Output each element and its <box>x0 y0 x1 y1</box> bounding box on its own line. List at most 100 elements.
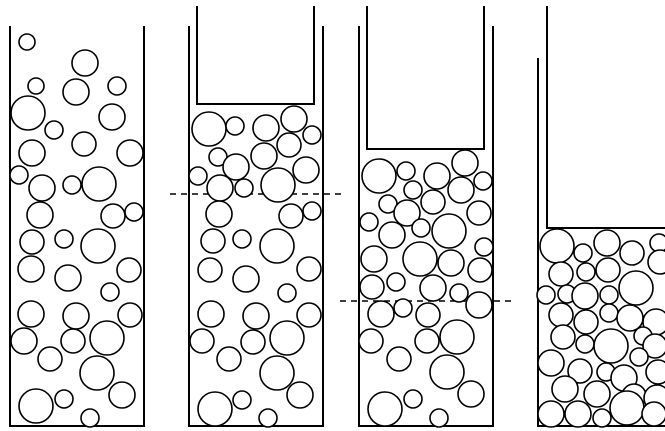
panel-2 <box>170 6 342 427</box>
particle-4-11 <box>537 286 555 304</box>
particle-1-6 <box>11 96 45 130</box>
particle-2-15 <box>206 201 232 227</box>
particle-3-12 <box>360 213 378 231</box>
particle-1-17 <box>101 204 125 228</box>
particle-1-21 <box>81 229 115 263</box>
particle-2-2 <box>226 117 244 135</box>
particles-3 <box>359 150 493 427</box>
particles-1 <box>10 34 143 427</box>
particle-4-15 <box>549 303 573 327</box>
particle-3-33 <box>430 355 464 389</box>
particle-3-10 <box>448 177 474 203</box>
particle-3-20 <box>468 258 492 282</box>
particle-1-14 <box>63 176 81 194</box>
particle-3-17 <box>361 246 387 272</box>
particle-3-2 <box>397 162 415 180</box>
piston-2 <box>197 6 314 104</box>
particle-2-12 <box>261 168 295 202</box>
panel-1 <box>10 26 144 427</box>
particle-1-8 <box>45 121 63 139</box>
particle-1-15 <box>82 167 116 201</box>
particle-1-12 <box>10 166 28 184</box>
particle-1-31 <box>90 321 124 355</box>
particle-1-11 <box>117 140 143 166</box>
particle-2-5 <box>303 126 321 144</box>
particle-3-13 <box>379 222 405 248</box>
particle-2-30 <box>270 321 304 355</box>
particle-1-35 <box>19 389 53 423</box>
particle-1-34 <box>109 382 135 408</box>
particle-1-33 <box>80 356 114 390</box>
particle-3-30 <box>415 329 439 353</box>
particle-1-30 <box>61 329 85 353</box>
particle-2-23 <box>297 257 321 281</box>
particle-3-1 <box>362 159 396 193</box>
particle-4-32 <box>584 381 610 407</box>
particle-3-11 <box>467 201 491 225</box>
particle-2-36 <box>259 409 277 427</box>
particle-2-25 <box>198 301 224 327</box>
particle-2-1 <box>192 112 226 146</box>
particle-4-6 <box>549 262 573 286</box>
particle-3-7 <box>404 181 422 199</box>
particle-3-14 <box>412 219 430 237</box>
particle-1-29 <box>11 328 37 354</box>
particle-1-27 <box>63 303 89 329</box>
particle-3-4 <box>452 150 478 176</box>
particle-3-31 <box>440 320 474 354</box>
particle-4-1 <box>540 229 574 263</box>
particle-4-10 <box>648 250 665 274</box>
piston-3 <box>367 6 484 149</box>
particle-4-37 <box>593 409 611 427</box>
particle-4-9 <box>619 271 653 305</box>
particle-3-24 <box>450 284 468 302</box>
particle-4-3 <box>594 230 620 256</box>
particle-1-2 <box>72 50 98 76</box>
particle-1-32 <box>38 347 62 371</box>
particle-4-35 <box>538 401 564 427</box>
particle-4-22 <box>594 329 628 363</box>
particle-4-16 <box>574 310 598 334</box>
particle-1-7 <box>99 104 125 130</box>
particle-3-5 <box>474 172 492 190</box>
particle-3-34 <box>458 381 484 407</box>
particle-3-28 <box>466 292 492 318</box>
particle-3-35 <box>368 392 402 426</box>
particle-3-32 <box>387 347 411 371</box>
particle-2-21 <box>198 258 222 282</box>
particle-2-31 <box>217 347 241 371</box>
particle-2-9 <box>277 133 301 157</box>
particle-4-21 <box>576 335 594 353</box>
particle-1-37 <box>81 409 99 427</box>
particle-3-18 <box>403 242 437 276</box>
particle-3-27 <box>416 303 440 327</box>
particle-2-27 <box>297 303 321 327</box>
particle-4-39 <box>642 402 665 426</box>
particle-4-20 <box>551 325 575 349</box>
particle-3-36 <box>404 390 422 408</box>
particle-2-26 <box>243 303 269 329</box>
particle-1-26 <box>18 301 44 327</box>
particle-3-21 <box>360 275 384 299</box>
particle-4-36 <box>565 401 591 427</box>
particle-2-10 <box>189 167 207 185</box>
particle-1-23 <box>55 265 81 291</box>
particle-1-1 <box>19 34 35 50</box>
particle-2-13 <box>293 157 319 183</box>
particle-2-33 <box>287 382 313 408</box>
particle-1-3 <box>28 78 44 94</box>
particle-2-19 <box>233 230 251 248</box>
particle-2-16 <box>279 204 303 228</box>
particle-1-19 <box>20 230 44 254</box>
particle-1-20 <box>55 230 73 248</box>
particles-2 <box>189 106 321 427</box>
particle-1-9 <box>72 132 96 156</box>
particles-4 <box>537 229 665 427</box>
particle-3-19 <box>438 250 464 276</box>
particle-4-7 <box>577 263 595 281</box>
particle-1-25 <box>101 283 119 301</box>
particle-4-4 <box>620 241 644 265</box>
particle-4-30 <box>646 360 665 384</box>
particle-3-3 <box>424 163 450 189</box>
